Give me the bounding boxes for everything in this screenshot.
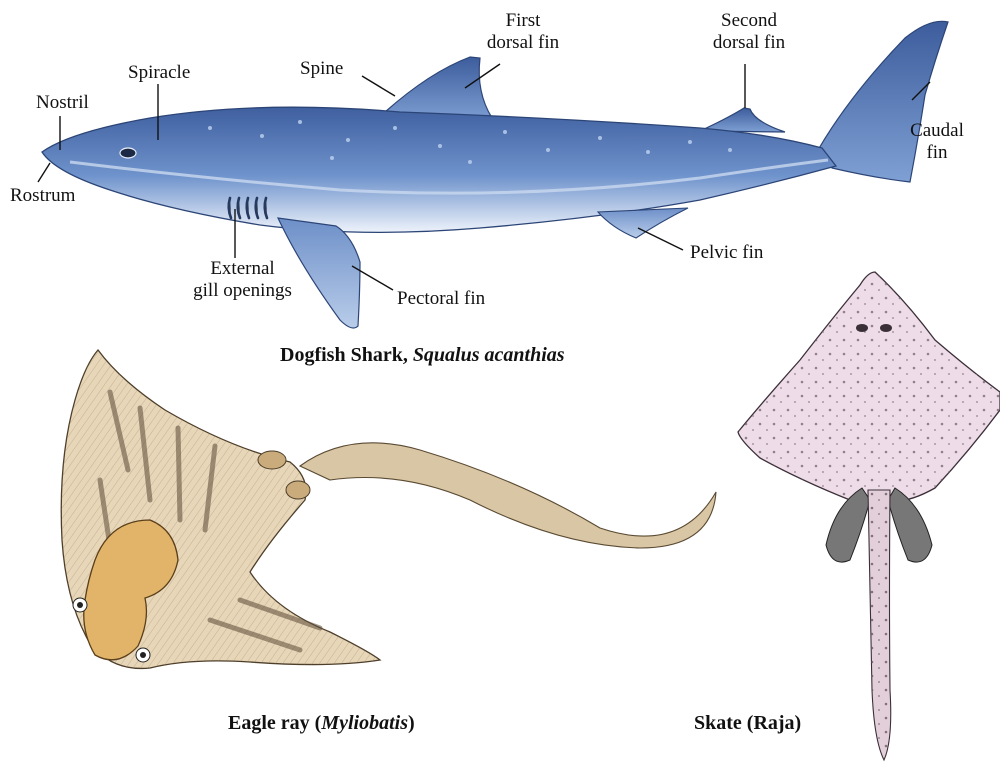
second-dorsal-fin bbox=[700, 108, 785, 132]
caption-eagle-ray: Eagle ray (Myliobatis) bbox=[228, 712, 415, 735]
caption-dogfish-scientific: Squalus acanthias bbox=[413, 344, 565, 366]
label-second-dorsal-line2: dorsal fin bbox=[694, 32, 804, 54]
caption-eagle-ray-common: Eagle ray ( bbox=[228, 712, 321, 734]
label-caudal-line2: fin bbox=[902, 142, 972, 164]
label-spiracle: Spiracle bbox=[128, 62, 190, 84]
caption-dogfish-common: Dogfish Shark, bbox=[280, 344, 413, 366]
eagle-ray bbox=[61, 350, 716, 668]
label-nostril: Nostril bbox=[36, 92, 89, 114]
label-external-gill-openings: External gill openings bbox=[180, 258, 305, 302]
label-first-dorsal-line2: dorsal fin bbox=[468, 32, 578, 54]
shark-eye bbox=[120, 148, 136, 158]
label-second-dorsal-line1: Second bbox=[694, 10, 804, 32]
eagle-ray-tail bbox=[300, 443, 716, 548]
label-rostrum: Rostrum bbox=[10, 185, 75, 207]
label-caudal-line1: Caudal bbox=[902, 120, 972, 142]
pelvic-fin bbox=[598, 208, 688, 238]
caption-skate: Skate (Raja) bbox=[694, 712, 801, 735]
label-first-dorsal-line1: First bbox=[468, 10, 578, 32]
caption-eagle-ray-scientific: Myliobatis bbox=[321, 712, 408, 734]
label-caudal-fin: Caudal fin bbox=[902, 120, 972, 164]
caption-dogfish-shark: Dogfish Shark, Squalus acanthias bbox=[280, 344, 565, 367]
label-spine: Spine bbox=[300, 58, 343, 80]
label-first-dorsal-fin: First dorsal fin bbox=[468, 10, 578, 54]
label-external-line2: gill openings bbox=[180, 280, 305, 302]
label-pectoral-fin: Pectoral fin bbox=[397, 288, 485, 310]
label-pelvic-fin: Pelvic fin bbox=[690, 242, 763, 264]
label-second-dorsal-fin: Second dorsal fin bbox=[694, 10, 804, 54]
skate bbox=[738, 272, 1000, 760]
caption-eagle-ray-suffix: ) bbox=[408, 712, 415, 734]
label-external-line1: External bbox=[180, 258, 305, 280]
